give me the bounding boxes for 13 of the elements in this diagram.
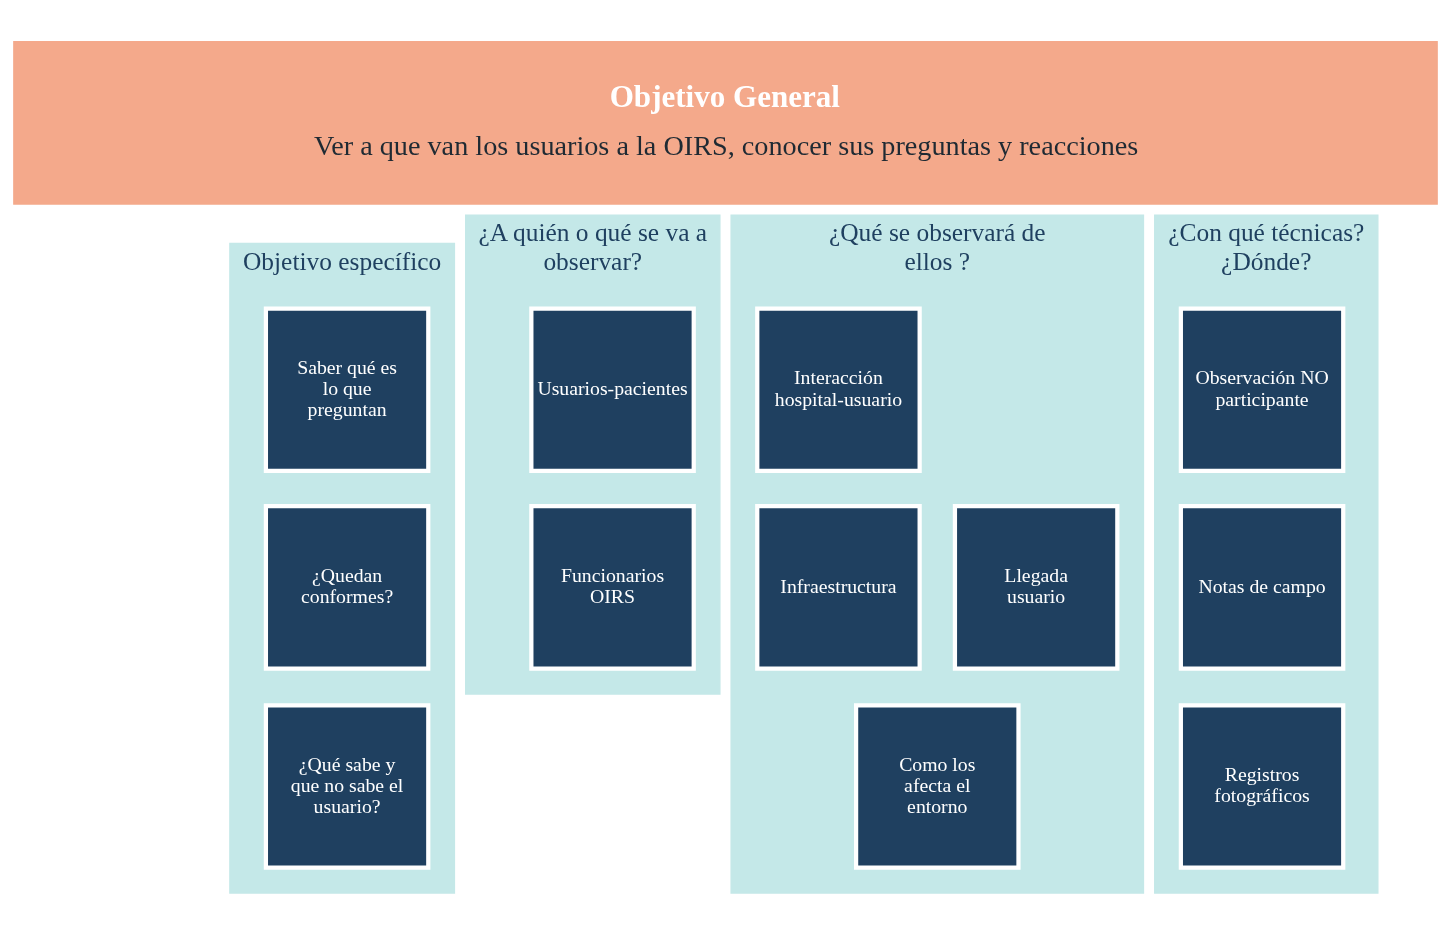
- node-box: ¿Qué sabe y que no sabe el usuario?: [263, 703, 431, 870]
- node-box: Observación NO participante: [1178, 306, 1346, 473]
- node-box: Objetivo General Ver a que van los usuarios a la OIRS, conocer sus preguntas y reacciones: [13, 40, 1438, 205]
- node-box: Como los afecta el entorno: [854, 703, 1021, 870]
- node-box: Registros fotográficos: [1178, 703, 1346, 870]
- node-box: Funcionarios OIRS: [529, 504, 696, 671]
- node-box: Llegada usuario: [952, 504, 1120, 671]
- node-box: ¿Quedan conformes?: [263, 504, 431, 671]
- node-box: Infraestructura: [755, 504, 922, 671]
- node-box: Saber qué es lo que preguntan: [263, 306, 431, 473]
- node-box: Usuarios-pacientes: [529, 306, 696, 473]
- node-box: Interacción hospital-usuario: [755, 306, 922, 473]
- node-box: Notas de campo: [1178, 504, 1346, 671]
